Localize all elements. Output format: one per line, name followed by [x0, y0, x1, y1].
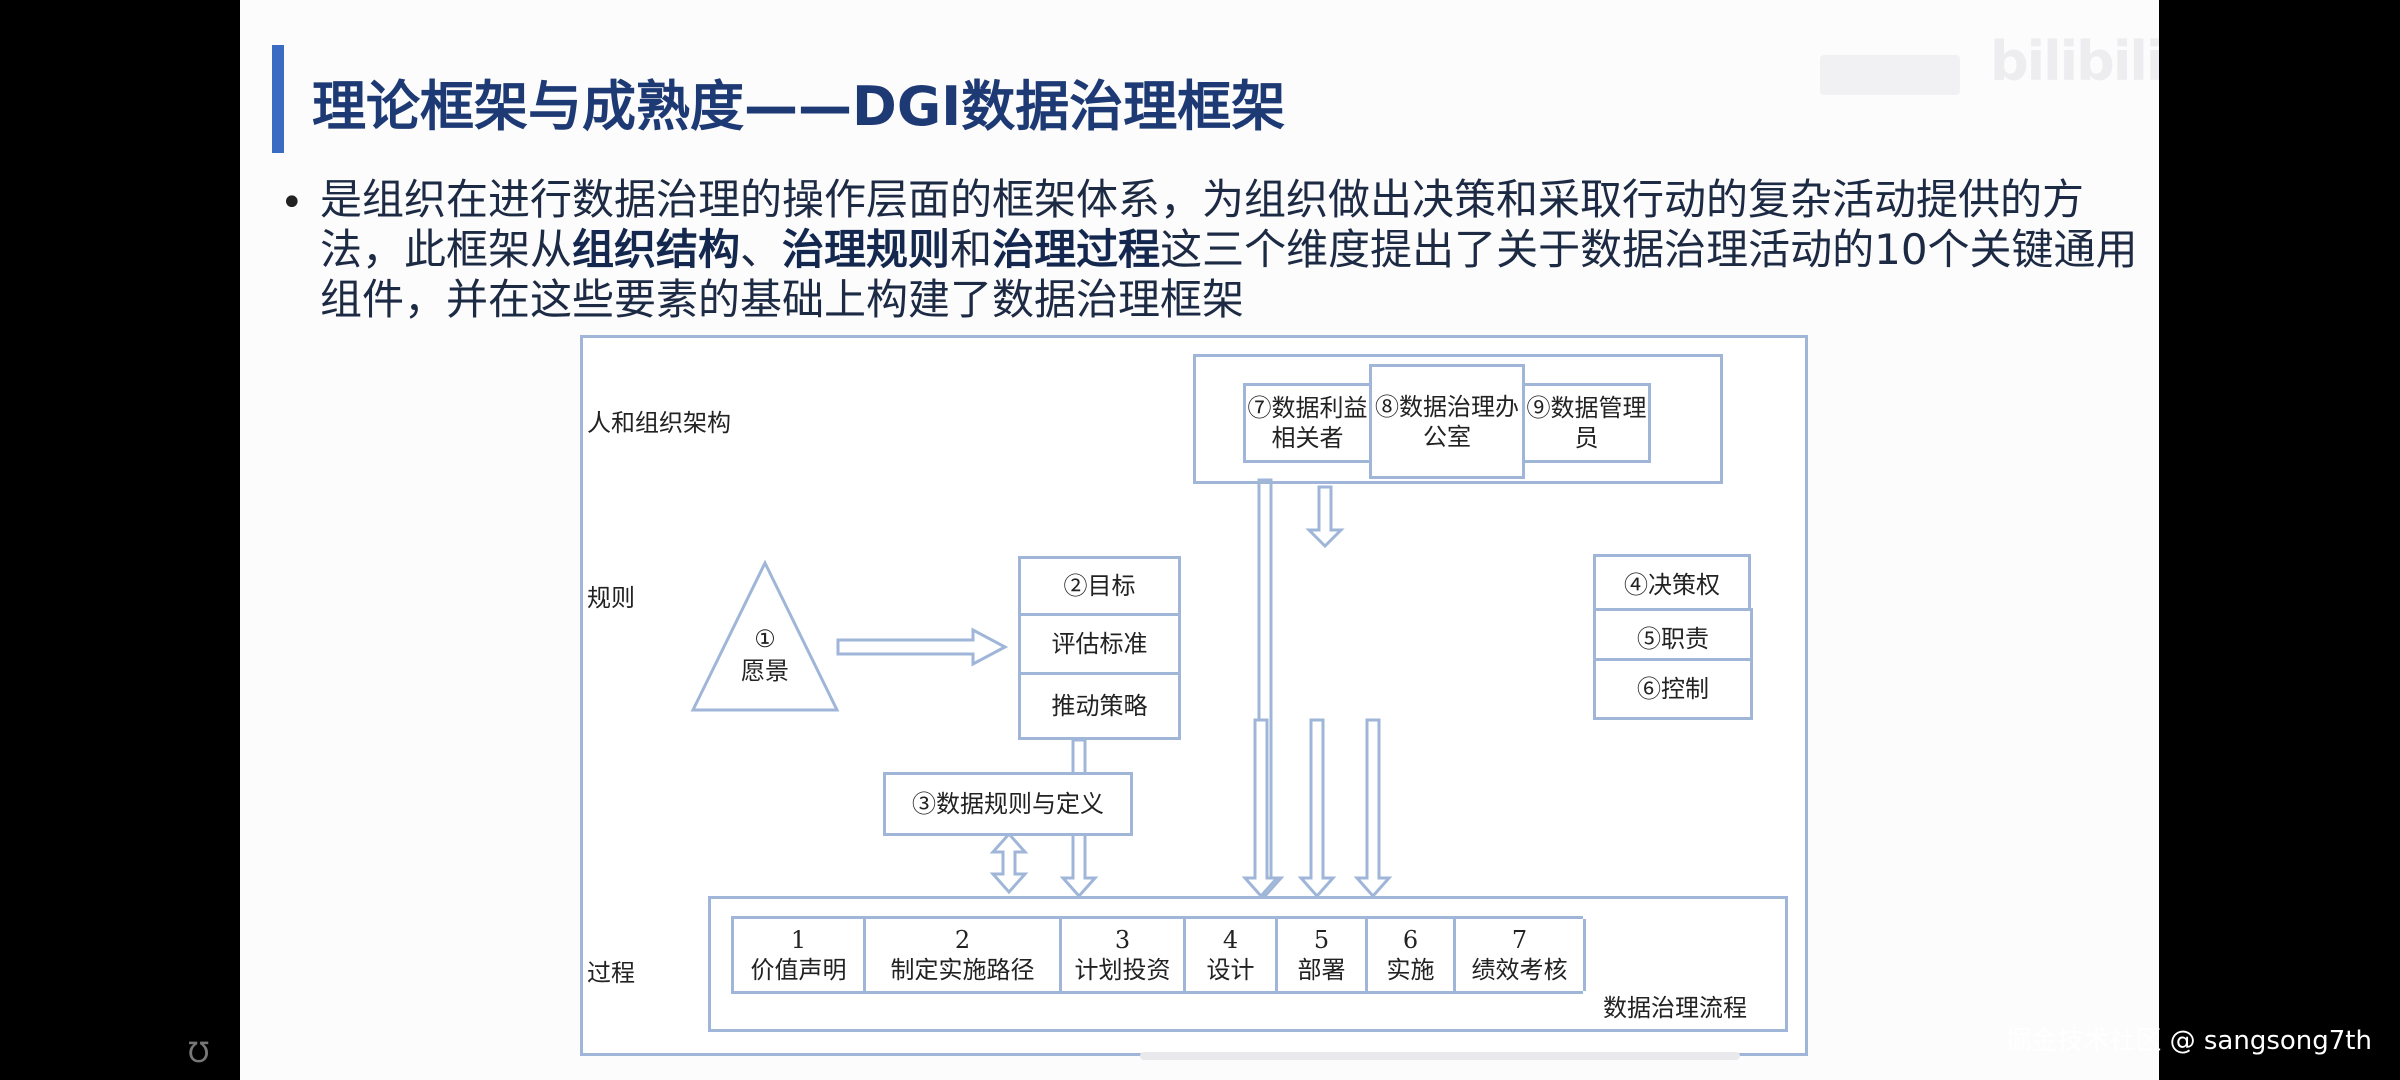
step-label: 制定实施路径 — [890, 956, 1035, 984]
step-number: 5 — [1313, 926, 1330, 954]
process-step: 3 计划投资 — [1062, 919, 1186, 991]
goal-strategies: 推动策略 — [1018, 672, 1181, 740]
step-label: 价值声明 — [750, 956, 847, 984]
step-label: 实施 — [1386, 956, 1435, 984]
step-number: 3 — [1114, 926, 1131, 954]
control-arrow-3 — [1353, 718, 1393, 899]
step-label: 部署 — [1297, 956, 1346, 984]
step-number: 4 — [1222, 926, 1239, 954]
bilibili-logo: bilibili — [1990, 30, 2159, 93]
process-step: 4 设计 — [1186, 919, 1278, 991]
title-accent-bar — [272, 45, 284, 153]
watermark-text: 掘金技术社区 @ sangsong7th — [2005, 1026, 2372, 1056]
para-bold-process: 治理过程 — [992, 225, 1161, 274]
scrollbar[interactable] — [1140, 1052, 1740, 1060]
control-arrow-2 — [1297, 718, 1337, 899]
dgi-framework-diagram: 人和组织架构 规则 过程 ⑦数据利益相关者 ⑧数据治理办公室 ⑨数据管理员 ① … — [580, 335, 1808, 1056]
process-step: 7 绩效考核 — [1456, 919, 1586, 991]
role-stakeholders: ⑦数据利益相关者 — [1243, 383, 1369, 463]
role-governance-office: ⑧数据治理办公室 — [1369, 364, 1525, 479]
row-label-process: 过程 — [587, 959, 635, 987]
para-bold-rules: 治理规则 — [782, 225, 951, 274]
step-number: 6 — [1402, 926, 1419, 954]
vision-number: ① — [754, 625, 776, 653]
goal-objectives: ②目标 — [1018, 556, 1181, 616]
row-label-people: 人和组织架构 — [587, 409, 731, 437]
para-text-1: 是组织在进行数据治理的操作层面的框架体系，为组织做出决策和采取行动的复杂活动提供… — [320, 175, 2085, 274]
slide: 理论框架与成熟度——DGI数据治理框架 bilibili • 是组织在进行数据治… — [240, 0, 2159, 1080]
diagram-connectors — [690, 478, 1393, 899]
process-step: 5 部署 — [1278, 919, 1368, 991]
slide-title: 理论框架与成熟度——DGI数据治理框架 — [312, 75, 1286, 138]
data-rules-box: ③数据规则与定义 — [883, 772, 1133, 836]
para-bold-org: 组织结构 — [572, 225, 741, 274]
role-data-stewards: ⑨数据管理员 — [1525, 383, 1651, 463]
vision-text: 愿景 — [741, 657, 789, 685]
headphones-icon[interactable]: ℧ — [188, 1036, 210, 1069]
vision-triangle — [690, 559, 840, 712]
process-steps-row: 1 价值声明 2 制定实施路径 3 计划投资 4 设计 5 部署 6 实施 — [731, 916, 1586, 994]
process-step: 2 制定实施路径 — [866, 919, 1062, 991]
vision-label: ① 愿景 — [725, 623, 805, 687]
vision-to-goals-arrow — [836, 627, 1009, 667]
roles-to-decision-arrow — [1305, 485, 1345, 549]
description-paragraph: 是组织在进行数据治理的操作层面的框架体系，为组织做出决策和采取行动的复杂活动提供… — [320, 175, 2140, 325]
para-sep-1: 、 — [740, 225, 783, 274]
faint-logo-block — [1820, 55, 1960, 95]
step-label: 绩效考核 — [1471, 956, 1568, 984]
step-label: 设计 — [1206, 956, 1255, 984]
step-label: 计划投资 — [1074, 956, 1171, 984]
process-step: 6 实施 — [1368, 919, 1456, 991]
step-number: 7 — [1511, 926, 1528, 954]
data-rules-double-arrow — [989, 831, 1029, 895]
control-arrow-1 — [1241, 718, 1281, 899]
para-sep-2: 和 — [950, 225, 993, 274]
roles-group — [1193, 354, 1723, 484]
step-number: 1 — [790, 926, 807, 954]
process-caption: 数据治理流程 — [1603, 994, 1747, 1022]
step-number: 2 — [954, 926, 971, 954]
goal-metrics: 评估标准 — [1018, 613, 1181, 675]
process-group — [708, 896, 1788, 1032]
bullet-dot: • — [280, 180, 304, 226]
para-text-2: 这三个维度提出了关于数据治理活动的10个关键通用组件，并在这些要素的基础上构建了… — [320, 225, 2138, 324]
process-step: 1 价值声明 — [734, 919, 866, 991]
row-label-rules: 规则 — [587, 584, 635, 612]
controls-box: ⑥控制 — [1593, 658, 1753, 720]
decision-rights-box: ④决策权 — [1593, 554, 1751, 616]
